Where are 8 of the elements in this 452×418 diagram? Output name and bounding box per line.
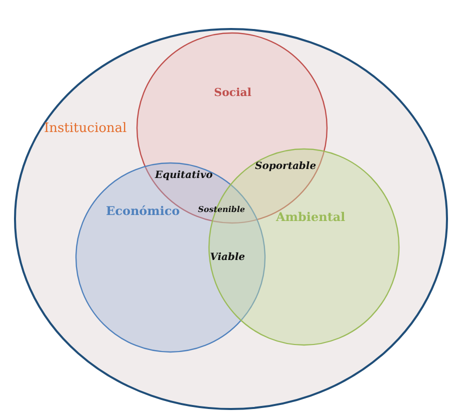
set-label: Social: [214, 86, 252, 99]
overlap-label: Sostenible: [198, 204, 245, 214]
overlap-label: Soportable: [255, 161, 316, 172]
overlap-label: Viable: [210, 252, 246, 263]
set-label: Institucional: [44, 121, 127, 136]
set-label: Económico: [106, 204, 180, 218]
set-label: Ambiental: [276, 210, 346, 224]
overlap-label: Equitativo: [155, 170, 213, 181]
